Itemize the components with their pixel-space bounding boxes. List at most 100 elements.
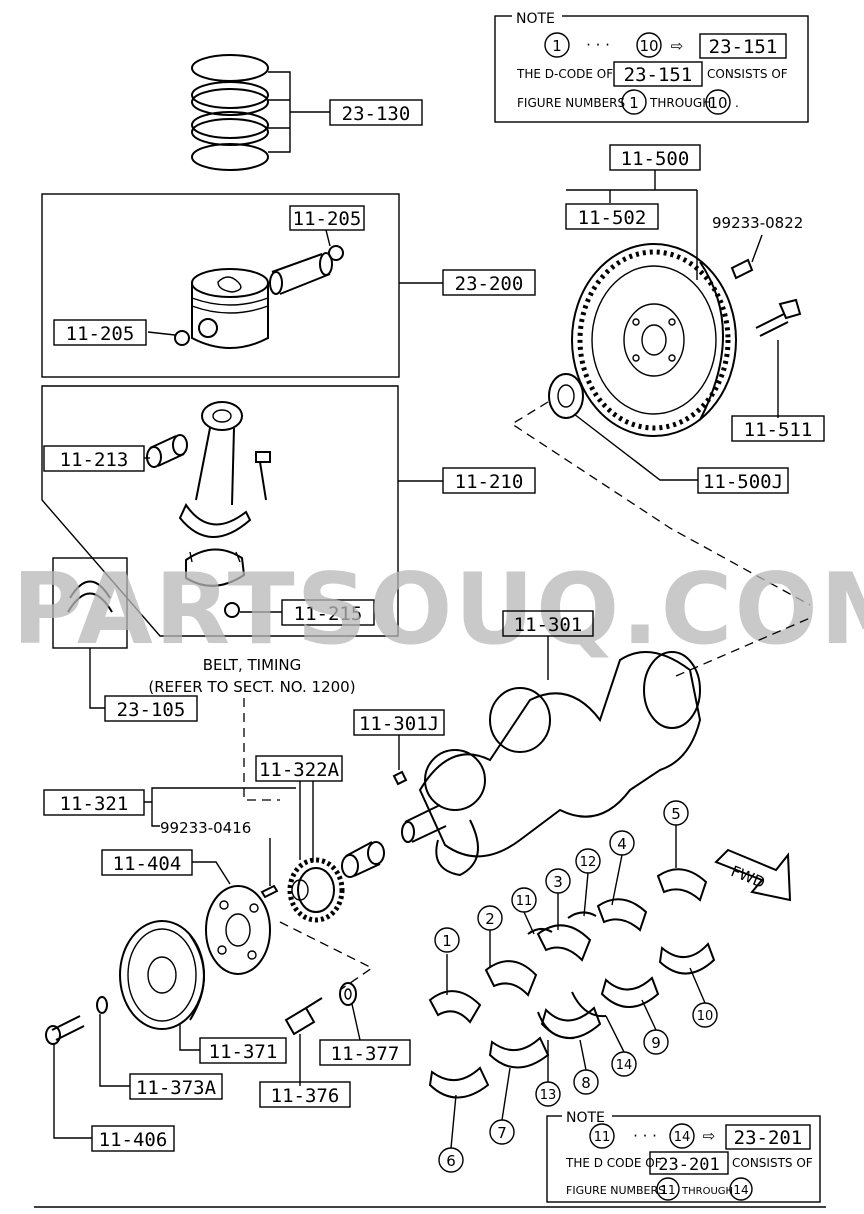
conrod-bushing bbox=[146, 434, 188, 468]
flywheel bbox=[571, 243, 737, 437]
pilot-bearing bbox=[548, 373, 584, 419]
note-top: NOTE 1 · · · 10 ⇨ 23-151 THE D-CODE OF 2… bbox=[494, 9, 809, 123]
fwd-arrow: FWD bbox=[714, 848, 792, 902]
piston-rings bbox=[191, 54, 330, 171]
note-top-line3-prefix: FIGURE NUMBERS bbox=[517, 96, 625, 110]
note-top-dcode: 23-151 bbox=[709, 36, 778, 58]
conrod-nut bbox=[224, 602, 240, 618]
pulley-bolt bbox=[45, 1015, 85, 1045]
flywheel-bolt bbox=[755, 298, 802, 337]
note-top-line3-from: 1 bbox=[629, 94, 639, 112]
bearing-number-3: 3 bbox=[553, 873, 563, 891]
note-bottom-arrow: ⇨ bbox=[703, 1127, 716, 1145]
code-piston-group: 23-200 bbox=[455, 273, 524, 295]
bearing-number-12: 12 bbox=[580, 855, 597, 870]
connecting-rod bbox=[178, 401, 252, 587]
partno-timing-key: 99233-0416 bbox=[160, 819, 251, 837]
main-bearings bbox=[428, 868, 716, 1099]
conrod-bolt bbox=[255, 451, 271, 501]
watermark: PARTSOUQ.COM bbox=[12, 553, 864, 667]
piston-pin bbox=[269, 252, 333, 295]
code-flywheel: 11-502 bbox=[578, 207, 647, 229]
code-conrod-nut: 11-215 bbox=[294, 603, 363, 625]
note-bottom-line2-code: 23-201 bbox=[658, 1155, 719, 1175]
note-top-line3-through: THROUGH bbox=[649, 96, 711, 110]
note-bottom: NOTE 11 · · · 14 ⇨ 23-201 THE D CODE OF … bbox=[546, 1109, 821, 1203]
code-conrod-bearing: 23-105 bbox=[117, 699, 186, 721]
note-top-range-dots: · · · bbox=[586, 36, 610, 54]
note-top-line3-to: 10 bbox=[708, 94, 727, 112]
code-pin-clip-top: 11-205 bbox=[293, 208, 362, 230]
bearing-number-14: 14 bbox=[616, 1058, 633, 1073]
note-bottom-range-dots: · · · bbox=[633, 1127, 657, 1145]
bearing-number-7: 7 bbox=[497, 1124, 507, 1142]
spacer-washer bbox=[339, 982, 357, 1006]
code-pin-clip-left: 11-205 bbox=[66, 323, 135, 345]
note-bottom-line3-through: THROUGH bbox=[681, 1186, 733, 1197]
pulley-plate bbox=[205, 885, 271, 975]
bearing-number-1: 1 bbox=[442, 932, 452, 950]
code-crank-plug: 11-301J bbox=[359, 713, 439, 735]
note-bottom-line3-prefix: FIGURE NUMBERS bbox=[566, 1184, 665, 1197]
piston bbox=[191, 268, 269, 349]
partno-flywheel-pin: 99233-0822 bbox=[712, 214, 803, 232]
code-rings: 23-130 bbox=[342, 103, 411, 125]
pin-clip-left bbox=[174, 330, 190, 346]
note-top-line2-suffix: CONSISTS OF bbox=[707, 67, 788, 81]
code-key-bolt: 11-376 bbox=[271, 1085, 340, 1107]
note-bottom-line3-from: 11 bbox=[660, 1183, 675, 1197]
note-bottom-title: NOTE bbox=[566, 1110, 605, 1126]
code-pulley-bolt: 11-406 bbox=[99, 1129, 168, 1151]
code-pulley-plate: 11-404 bbox=[113, 853, 182, 875]
note-top-line3-end: . bbox=[735, 96, 739, 110]
code-conrod-group: 11-210 bbox=[455, 471, 524, 493]
code-flywheel-assy: 11-500 bbox=[621, 148, 690, 170]
note-top-range-start: 1 bbox=[552, 37, 562, 55]
piston-box bbox=[41, 193, 443, 378]
note-top-range-end: 10 bbox=[639, 37, 658, 55]
bearing-number-5: 5 bbox=[671, 805, 681, 823]
bearing-number-10: 10 bbox=[697, 1009, 714, 1024]
belt-note-line1: BELT, TIMING bbox=[203, 656, 302, 674]
conrod-box bbox=[41, 385, 443, 637]
flywheel-pin bbox=[730, 258, 754, 280]
crank-spacer bbox=[341, 841, 385, 878]
note-top-arrow: ⇨ bbox=[671, 37, 684, 55]
code-crank-pulley: 11-371 bbox=[209, 1041, 278, 1063]
pulley-washer bbox=[96, 996, 108, 1014]
code-pulley-washer: 11-373A bbox=[136, 1077, 217, 1099]
key-bolt bbox=[284, 997, 323, 1036]
bearing-number-callouts bbox=[446, 825, 706, 1149]
belt-note-line2: (REFER TO SECT. NO. 1200) bbox=[148, 678, 355, 696]
bearing-number-4: 4 bbox=[617, 835, 627, 853]
bearing-number-9: 9 bbox=[651, 1034, 661, 1052]
note-bottom-dcode: 23-201 bbox=[734, 1127, 803, 1149]
note-top-title: NOTE bbox=[516, 11, 555, 27]
code-spacer: 11-377 bbox=[331, 1043, 400, 1065]
note-bottom-line2-suffix: CONSISTS OF bbox=[732, 1156, 813, 1170]
code-pilot-bearing: 11-500J bbox=[703, 471, 783, 493]
code-timing-pulley: 11-322A bbox=[259, 759, 340, 781]
note-bottom-range-end: 14 bbox=[674, 1130, 691, 1145]
crankshaft bbox=[401, 651, 702, 877]
timing-key bbox=[260, 884, 279, 899]
note-bottom-line3-to: 14 bbox=[733, 1183, 748, 1197]
note-top-line2-code: 23-151 bbox=[624, 64, 693, 86]
fwd-label: FWD bbox=[728, 862, 767, 892]
code-conrod-bushing: 11-213 bbox=[60, 449, 129, 471]
bearing-number-markers: 1 2 3 4 5 6 7 8 9 10 11 12 13 14 bbox=[434, 800, 718, 1173]
crank-pulley bbox=[119, 920, 205, 1030]
timing-pulley bbox=[287, 857, 345, 923]
bearing-number-2: 2 bbox=[485, 910, 495, 928]
conrod-bearing bbox=[52, 557, 128, 709]
note-bottom-range-start: 11 bbox=[594, 1130, 611, 1145]
code-crankshaft: 11-301 bbox=[514, 614, 583, 636]
pin-clip-right bbox=[328, 245, 344, 261]
bearing-number-13: 13 bbox=[540, 1088, 557, 1103]
code-flywheel-bolt: 11-511 bbox=[744, 419, 813, 441]
bearing-number-8: 8 bbox=[581, 1074, 591, 1092]
bearing-number-6: 6 bbox=[446, 1152, 456, 1170]
bearing-number-11: 11 bbox=[516, 894, 533, 909]
note-top-line2-prefix: THE D-CODE OF bbox=[516, 67, 613, 81]
